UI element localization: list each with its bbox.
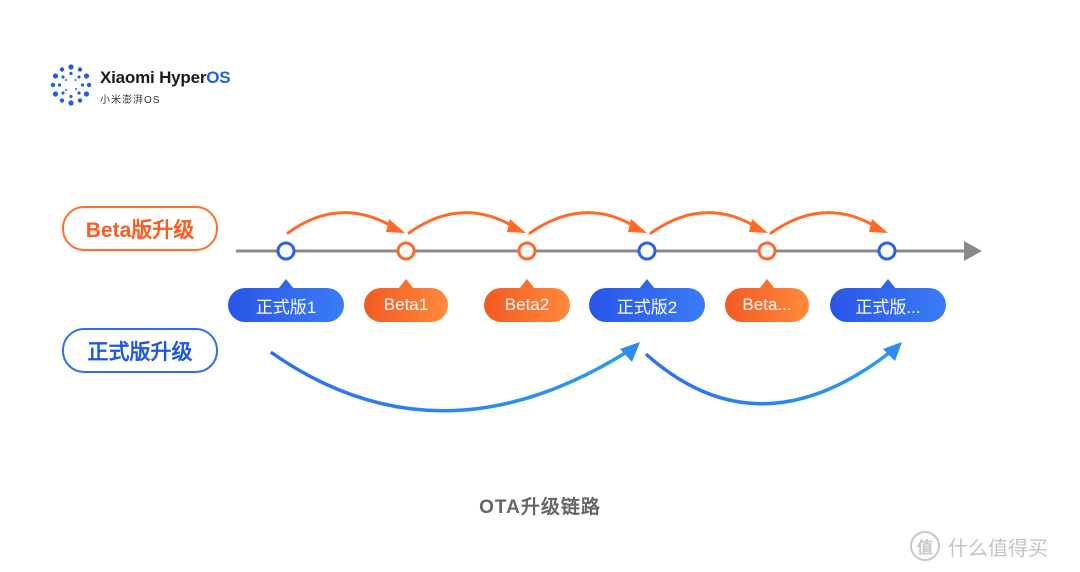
node-beta-3 bbox=[757, 241, 777, 261]
stable-arc-2 bbox=[645, 348, 895, 406]
beta-arc-head-4 bbox=[749, 219, 768, 233]
beta-arc-5 bbox=[769, 211, 880, 235]
watermark: 值 什么值得买 bbox=[910, 528, 1078, 564]
diagram-caption: OTA升级链路 bbox=[479, 497, 601, 518]
stable-arc-head-1 bbox=[620, 342, 640, 362]
node-stable-1 bbox=[276, 241, 296, 261]
beta-arc-head-1 bbox=[386, 219, 405, 233]
beta-upgrade-track-label: Beta版升级 bbox=[62, 206, 218, 251]
beta-arc-1 bbox=[286, 211, 397, 235]
timeline-nodes bbox=[276, 241, 897, 261]
timeline-arrowhead bbox=[964, 241, 982, 261]
brand-subtitle: 小米澎湃OS bbox=[100, 95, 161, 106]
stable-arc-head-2 bbox=[883, 342, 902, 361]
brand-name-prefix: Xiaomi Hyper bbox=[100, 68, 207, 87]
version-tag-beta-2: Beta2 bbox=[484, 279, 570, 322]
beta-arcs bbox=[286, 211, 880, 235]
beta-arc-4 bbox=[649, 211, 760, 235]
stable-arcs bbox=[270, 348, 895, 413]
node-stable-2 bbox=[637, 241, 657, 261]
beta-arc-heads bbox=[386, 219, 888, 233]
version-tag-beta-1: Beta1 bbox=[364, 279, 448, 322]
beta-arc-head-5 bbox=[869, 219, 888, 233]
watermark-text: 什么值得买 bbox=[948, 537, 1048, 560]
beta-arc-head-3 bbox=[628, 219, 647, 233]
node-beta-1 bbox=[396, 241, 416, 261]
stable-arc-heads bbox=[620, 342, 902, 362]
node-beta-2 bbox=[517, 241, 537, 261]
stable-upgrade-track-label: 正式版升级 bbox=[62, 328, 218, 373]
beta-arc-head-2 bbox=[507, 219, 526, 233]
brand-name: Xiaomi HyperOS bbox=[100, 68, 231, 88]
node-stable-3 bbox=[877, 241, 897, 261]
brand-name-suffix: OS bbox=[206, 68, 231, 87]
beta-arc-2 bbox=[407, 211, 518, 235]
stable-arc-1 bbox=[270, 348, 632, 413]
watermark-badge-icon: 值 bbox=[910, 531, 940, 561]
version-tag-stable-1: 正式版1 bbox=[228, 279, 344, 322]
hyperos-logo-icon bbox=[50, 64, 92, 106]
brand: Xiaomi HyperOS 小米澎湃OS bbox=[50, 64, 270, 108]
version-tag-beta-3: Beta... bbox=[725, 279, 809, 322]
beta-arc-3 bbox=[528, 211, 639, 235]
version-tag-stable-3: 正式版... bbox=[830, 279, 946, 322]
version-tag-stable-2: 正式版2 bbox=[589, 279, 705, 322]
